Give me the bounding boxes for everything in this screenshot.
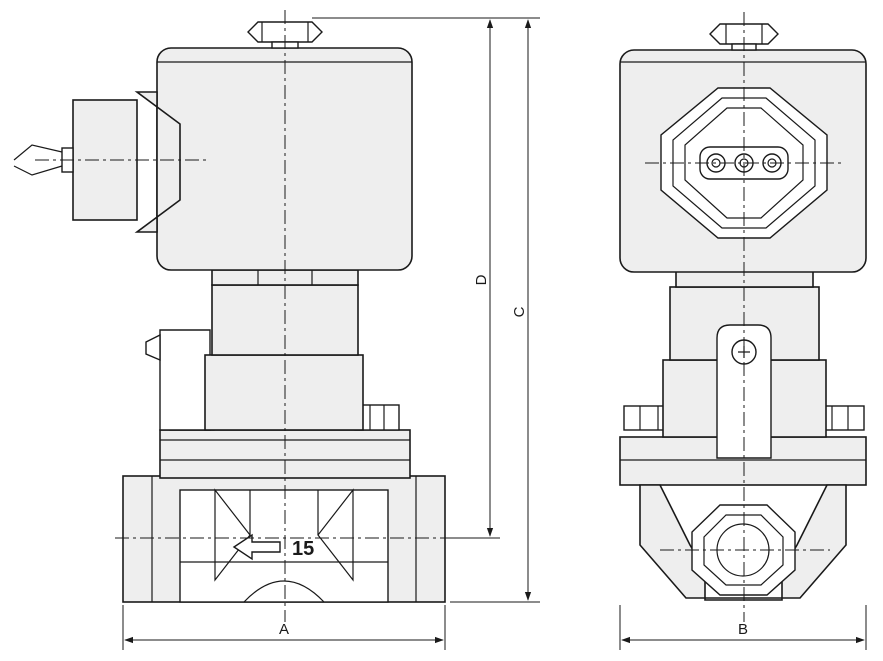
cable-connector: [13, 91, 181, 233]
front-view: 15: [13, 10, 465, 622]
dimension-label-b: B: [738, 621, 748, 638]
flow-direction-arrow: [232, 533, 281, 561]
flow-marking: 15: [292, 538, 314, 560]
actuator-tube: [204, 269, 364, 431]
side-valve-body: [619, 436, 867, 601]
dimension-label-c: C: [511, 306, 528, 317]
dimension-lines: [122, 17, 867, 650]
dimension-label-a: A: [279, 621, 289, 638]
side-view: [619, 12, 867, 622]
dimension-label-d: D: [473, 274, 490, 285]
valve-body: [122, 475, 446, 603]
side-bracket: [145, 329, 211, 431]
